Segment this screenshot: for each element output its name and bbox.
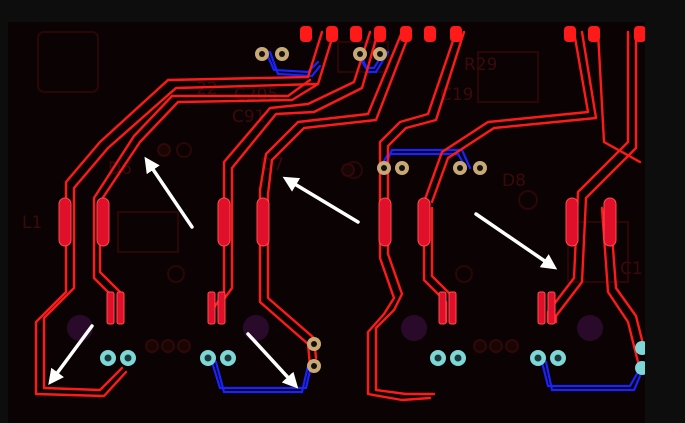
silkscreen-label: R29 <box>464 55 497 75</box>
silkscreen-label: C19 <box>440 85 474 105</box>
dark-pads <box>145 143 519 353</box>
silkscreen-label: C91 <box>232 107 266 127</box>
smd-pads <box>58 197 617 325</box>
silkscreen-label: 22 <box>196 79 218 99</box>
annotation-arrows <box>48 156 558 389</box>
connector-pads <box>300 26 645 42</box>
arrow-top-center <box>282 176 360 224</box>
arrow-top-left <box>144 156 194 229</box>
mounting-pads <box>67 315 603 341</box>
silkscreen-label: C1 <box>620 259 643 279</box>
arrow-bottom-left <box>48 324 94 386</box>
top-copper-traces <box>34 30 645 402</box>
arrow-bottom-center <box>246 332 299 389</box>
vias-tan <box>255 47 487 373</box>
vias-teal <box>100 341 645 375</box>
silkscreen-label: L1 <box>22 213 42 233</box>
background-footprints <box>37 31 629 283</box>
silkscreen-label: D8 <box>502 171 526 191</box>
arrow-top-right <box>474 212 558 270</box>
